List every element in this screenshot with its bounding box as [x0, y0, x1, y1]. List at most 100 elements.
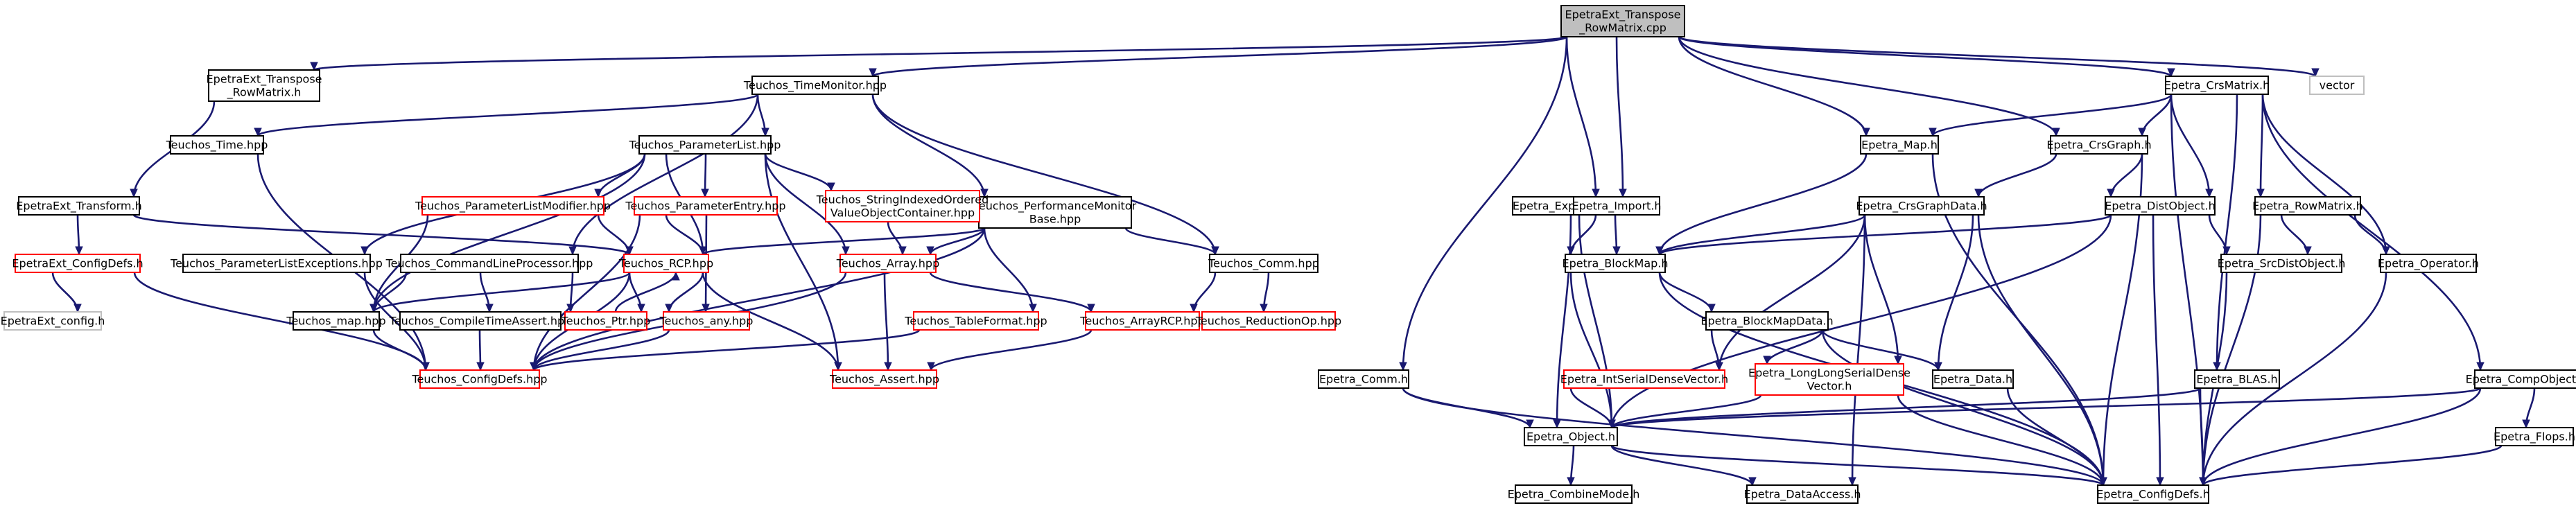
node-box: [1565, 254, 1666, 273]
edge-et-configdefs-to-et-config: [51, 272, 79, 313]
edge-arrowhead: [869, 68, 877, 78]
edge-arrowhead: [369, 304, 378, 313]
edge-t-rcp-to-t-assert: [702, 272, 839, 371]
edge-arrowhead: [1190, 304, 1198, 313]
edge-arrowhead: [1934, 362, 1942, 371]
node-t-configdefs[interactable]: Teuchos_ConfigDefs.hpp: [411, 369, 548, 389]
node-e-blockmapdata[interactable]: Epetra_BlockMapData.h: [1700, 311, 1834, 331]
node-et-configdefs[interactable]: EpetraExt_ConfigDefs.h: [12, 254, 143, 273]
node-label: _RowMatrix.cpp: [1578, 21, 1666, 35]
node-t-comm[interactable]: Teuchos_Comm.hpp: [1208, 254, 1319, 273]
edge-arrowhead: [898, 246, 907, 256]
node-e-combinemode[interactable]: Epetra_CombineMode.h: [1508, 484, 1640, 504]
node-label: Teuchos_ParameterList.hpp: [629, 139, 781, 152]
node-t-array[interactable]: Teuchos_Array.hpp: [836, 254, 939, 273]
node-t-cta[interactable]: Teuchos_CompileTimeAssert.hpp: [389, 311, 572, 331]
edge-t-perfmon-to-t-rcp: [702, 227, 986, 256]
edge-arrowhead: [1894, 356, 1902, 365]
edge-t-perfmon-to-t-comm: [1124, 227, 1217, 255]
node-e-operator[interactable]: Epetra_Operator.h: [2378, 254, 2479, 273]
edge-arrowhead: [476, 362, 485, 371]
node-label: Teuchos_PerformanceMonitor: [973, 200, 1137, 213]
node-box: [1755, 363, 1904, 396]
edge-arrowhead: [1612, 246, 1621, 256]
edge-e-blas-to-e-configdefs: [2199, 387, 2204, 486]
edge-arrowhead: [1399, 362, 1407, 371]
node-e-srcdist[interactable]: Epetra_SrcDistObject.h: [2218, 254, 2346, 273]
node-label: Epetra_CrsMatrix.h: [2164, 79, 2270, 93]
node-et-rowmatrix-h[interactable]: EpetraExt_Transpose_RowMatrix.h: [206, 69, 322, 102]
node-t-time[interactable]: Teuchos_Time.hpp: [166, 135, 268, 155]
edge-arrowhead: [827, 182, 835, 192]
edge-arrowhead: [2522, 419, 2530, 429]
node-label: Teuchos_ParameterEntry.hpp: [625, 200, 785, 213]
node-e-blas[interactable]: Epetra_BLAS.h: [2194, 369, 2280, 389]
edge-arrowhead: [421, 362, 430, 371]
node-t-strindexed[interactable]: Teuchos_StringIndexedOrderedValueObjectC…: [816, 190, 989, 222]
node-e-distobject[interactable]: Epetra_DistObject.h: [2105, 196, 2216, 216]
edge-e-export-to-e-object: [1556, 214, 1572, 428]
node-t-cmdline[interactable]: Teuchos_CommandLineProcessor.hpp: [385, 254, 593, 273]
node-box: [15, 254, 141, 273]
node-e-crsmatrix[interactable]: Epetra_CrsMatrix.h: [2164, 76, 2270, 95]
node-e-crsgraphdata[interactable]: Epetra_CrsGraphData.h: [1856, 196, 1987, 216]
node-t-reduction[interactable]: Teuchos_ReductionOp.hpp: [1195, 311, 1341, 331]
node-box: [1201, 311, 1336, 331]
node-root[interactable]: EpetraExt_Transpose_RowMatrix.cpp: [1560, 5, 1685, 37]
node-label: Epetra_LongLongSerialDense: [1748, 367, 1911, 380]
edge-arrowhead: [2199, 477, 2207, 487]
node-e-intsdv[interactable]: Epetra_IntSerialDenseVector.h: [1560, 369, 1728, 389]
node-label: Epetra_BlockMap.h: [1562, 257, 1668, 271]
node-e-configdefs[interactable]: Epetra_ConfigDefs.h: [2096, 484, 2210, 504]
node-t-ptr[interactable]: Teuchos_Ptr.hpp: [561, 311, 651, 331]
node-label: EpetraExt_Transform.h: [16, 200, 141, 213]
node-t-arrayrcp[interactable]: Teuchos_ArrayRCP.hpp: [1079, 311, 1205, 331]
node-e-rowmatrix[interactable]: Epetra_RowMatrix.h: [2252, 196, 2363, 216]
node-label: Epetra_Import.h: [1572, 200, 1661, 213]
node-t-tableformat[interactable]: Teuchos_TableFormat.hpp: [904, 311, 1047, 331]
node-e-compobject[interactable]: Epetra_CompObject.h: [2466, 369, 2576, 389]
node-et-config[interactable]: EpetraExt_config.h: [1, 311, 105, 331]
node-box: [3, 311, 102, 331]
node-box: [2254, 196, 2361, 216]
node-t-any[interactable]: Teuchos_any.hpp: [659, 311, 754, 331]
edge-root-to-e-import: [1615, 36, 1624, 198]
node-t-map[interactable]: Teuchos_map.hpp: [286, 311, 386, 331]
dependency-edges: [51, 35, 2536, 487]
node-e-dataaccess[interactable]: Epetra_DataAccess.h: [1744, 484, 1861, 504]
node-e-comm[interactable]: Epetra_Comm.h: [1318, 369, 1409, 389]
node-box: [419, 369, 540, 389]
node-e-blockmap[interactable]: Epetra_BlockMap.h: [1562, 254, 1669, 273]
node-vector[interactable]: vector: [2309, 76, 2365, 95]
edge-t-timemonitor-to-t-cmdline: [571, 94, 759, 255]
node-box: [978, 196, 1132, 229]
node-t-paramlist[interactable]: Teuchos_ParameterList.hpp: [629, 135, 781, 155]
node-label: Teuchos_ConfigDefs.hpp: [411, 373, 547, 387]
edge-t-rcp-to-t-map: [372, 271, 631, 313]
node-box: [18, 196, 140, 216]
edge-arrowhead: [1929, 128, 1937, 137]
node-t-assert[interactable]: Teuchos_Assert.hpp: [829, 369, 939, 389]
node-t-pentry[interactable]: Teuchos_ParameterEntry.hpp: [625, 196, 786, 216]
edge-e-crsgraphdata-to-e-intsdv: [1718, 214, 1866, 371]
node-e-crsgraph[interactable]: Epetra_CrsGraph.h: [2046, 135, 2152, 155]
node-t-timemonitor[interactable]: Teuchos_TimeMonitor.hpp: [743, 76, 887, 95]
node-e-map[interactable]: Epetra_Map.h: [1860, 135, 1939, 155]
node-et-transform[interactable]: EpetraExt_Transform.h: [16, 196, 142, 216]
edge-t-pentry-to-t-configdefs: [532, 214, 641, 371]
node-t-rcp[interactable]: Teuchos_RCP.hpp: [618, 254, 713, 273]
node-e-flops[interactable]: Epetra_Flops.h: [2494, 427, 2575, 446]
edge-arrowhead: [1848, 477, 1856, 487]
node-e-import[interactable]: Epetra_Import.h: [1572, 196, 1662, 216]
node-t-plmod[interactable]: Teuchos_ParameterListModifier.hpp: [415, 196, 611, 216]
node-t-plexc[interactable]: Teuchos_ParameterListExceptions.hpp: [170, 254, 383, 273]
node-e-data[interactable]: Epetra_Data.h: [1932, 369, 2014, 389]
node-box: [663, 311, 750, 331]
node-label: Epetra_Data.h: [1933, 373, 2012, 387]
node-box: [2309, 76, 2365, 95]
edge-arrowhead: [834, 362, 842, 371]
edge-root-to-e-comm: [1402, 36, 1568, 371]
node-e-object[interactable]: Epetra_Object.h: [1524, 427, 1618, 446]
